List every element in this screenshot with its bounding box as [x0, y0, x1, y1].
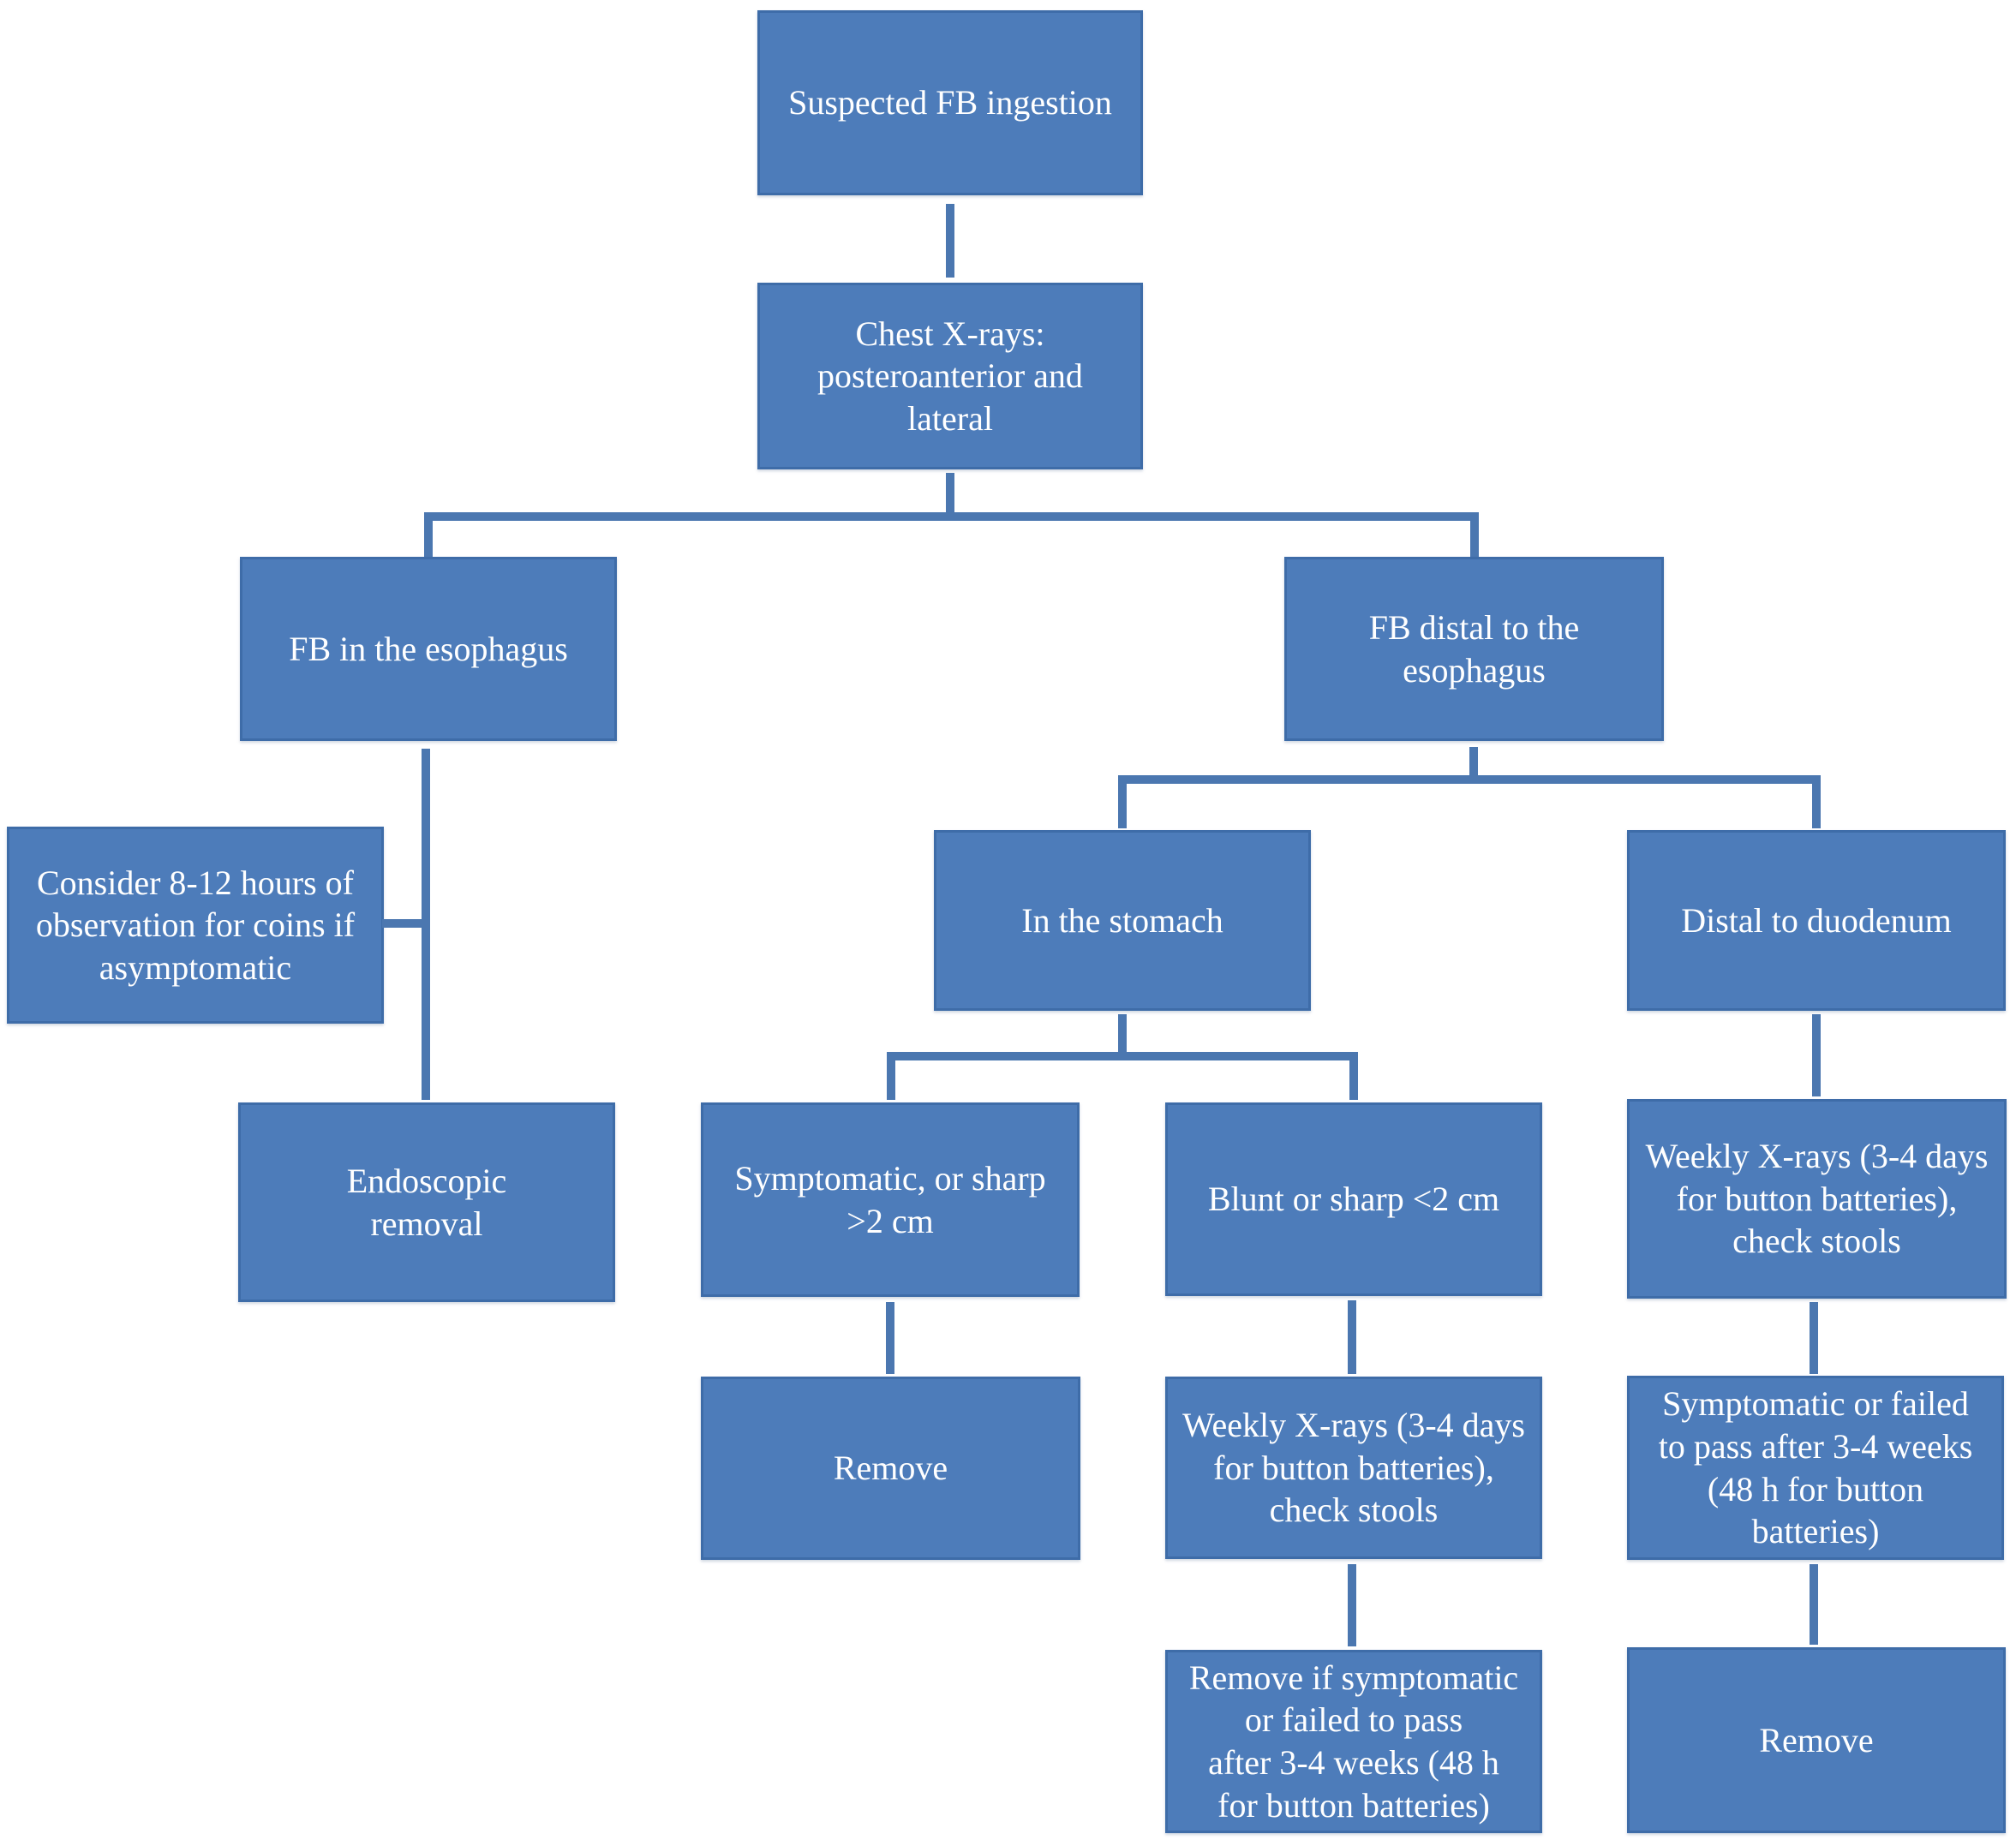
node-weekly-xrays-stomach: Weekly X-rays (3-4 days for button batte…: [1165, 1377, 1542, 1559]
connector-symptomatic-failed-to-remove: [1810, 1564, 1818, 1645]
node-suspected-fb-ingestion: Suspected FB ingestion: [757, 10, 1143, 195]
connector-weekly-to-remove-if: [1348, 1564, 1356, 1646]
connector-in-stomach-stub: [1118, 1014, 1127, 1055]
node-blunt-or-sharp-lt2cm: Blunt or sharp <2 cm: [1165, 1102, 1542, 1296]
connector-consider-side-branch: [382, 919, 428, 928]
connector-drop-distal-duodenum: [1812, 775, 1821, 828]
connector-drop-fb-esophagus: [424, 512, 433, 557]
node-in-the-stomach: In the stomach: [934, 830, 1311, 1011]
connector-drop-fb-distal: [1470, 512, 1479, 557]
connector-duodenum-to-weekly: [1812, 1014, 1821, 1096]
node-weekly-xrays-duodenum: Weekly X-rays (3-4 days for button batte…: [1627, 1099, 2007, 1299]
connector-drop-in-stomach: [1118, 775, 1127, 828]
connector-split-symptomatic-blunt: [887, 1052, 1358, 1060]
connector-drop-blunt-sharp: [1349, 1052, 1358, 1100]
connector-blunt-to-weekly: [1348, 1300, 1356, 1374]
node-symptomatic-or-sharp-gt2cm: Symptomatic, or sharp >2 cm: [701, 1102, 1080, 1297]
node-remove-stomach: Remove: [701, 1377, 1080, 1560]
connector-drop-symptomatic-sharp: [887, 1052, 895, 1100]
node-distal-to-duodenum: Distal to duodenum: [1627, 830, 2006, 1011]
connector-split-stomach-duodenum: [1118, 775, 1821, 784]
node-remove-duodenum: Remove: [1627, 1647, 2006, 1833]
node-fb-in-esophagus: FB in the esophagus: [240, 557, 617, 741]
node-fb-distal-to-esophagus: FB distal to the esophagus: [1284, 557, 1664, 741]
node-consider-observation: Consider 8-12 hours of observation for c…: [7, 827, 384, 1024]
connector-weekly-to-symptomatic-failed: [1810, 1302, 1818, 1374]
node-endoscopic-removal: Endoscopic removal: [238, 1102, 615, 1302]
connector-chest-xrays-stub: [946, 473, 954, 517]
connector-fb-distal-stub: [1469, 747, 1478, 780]
node-remove-if-symptomatic: Remove if symptomatic or failed to pass …: [1165, 1650, 1542, 1833]
node-chest-xrays: Chest X-rays: posteroanterior and latera…: [757, 283, 1143, 469]
node-symptomatic-or-failed-to-pass: Symptomatic or failed to pass after 3-4 …: [1627, 1376, 2004, 1560]
connector-symptomatic-to-remove: [886, 1302, 894, 1374]
connector-suspected-to-chest-xrays: [946, 204, 954, 278]
connector-split-esophagus-distal: [424, 512, 1479, 521]
